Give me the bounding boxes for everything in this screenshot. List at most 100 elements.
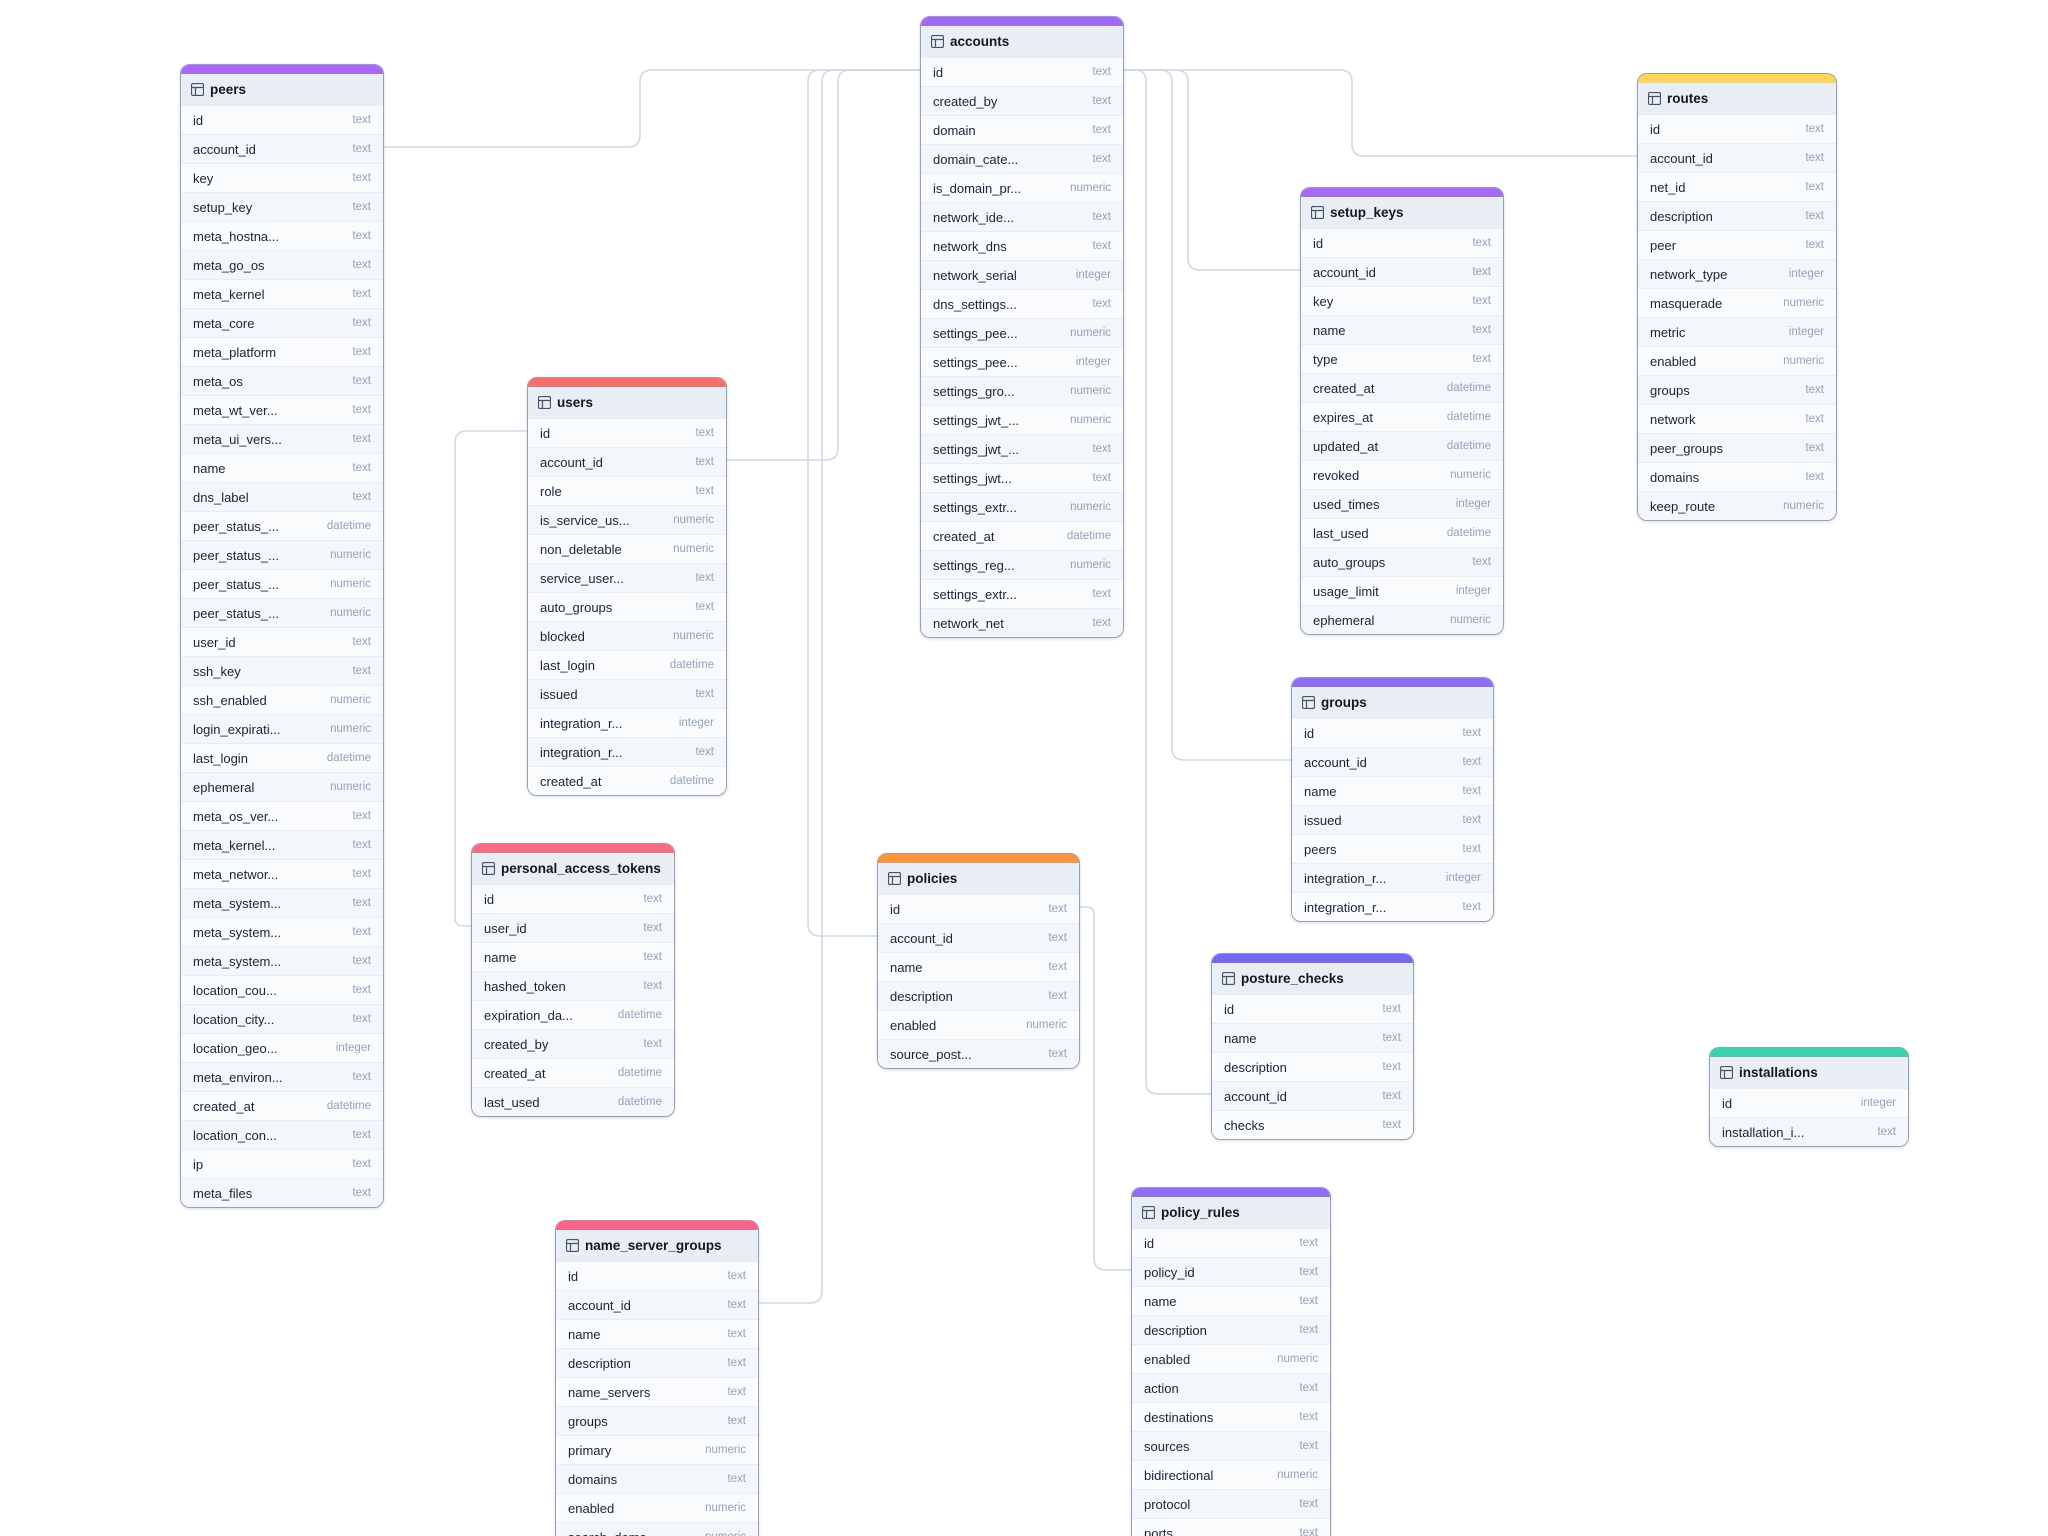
table-title-bar[interactable]: routes — [1638, 83, 1836, 114]
table-title-bar[interactable]: policies — [878, 863, 1079, 894]
field-row[interactable]: peer_status_...numeric — [181, 569, 383, 598]
field-row[interactable]: location_cou...text — [181, 975, 383, 1004]
field-row[interactable]: domain_cate...text — [921, 144, 1123, 173]
table-title-bar[interactable]: users — [528, 387, 726, 418]
table-title-bar[interactable]: posture_checks — [1212, 963, 1413, 994]
field-row[interactable]: integration_r...text — [528, 737, 726, 766]
field-row[interactable]: integration_r...integer — [1292, 863, 1493, 892]
field-row[interactable]: meta_kernel...text — [181, 830, 383, 859]
field-row[interactable]: peer_status_...numeric — [181, 598, 383, 627]
field-row[interactable]: meta_wt_ver...text — [181, 395, 383, 424]
field-row[interactable]: location_geo...integer — [181, 1033, 383, 1062]
field-row[interactable]: dns_settings...text — [921, 289, 1123, 318]
field-row[interactable]: installation_i...text — [1710, 1117, 1908, 1146]
field-row[interactable]: integration_r...integer — [528, 708, 726, 737]
field-row[interactable]: meta_system...text — [181, 917, 383, 946]
field-row[interactable]: settings_extr...numeric — [921, 492, 1123, 521]
table-title-bar[interactable]: installations — [1710, 1057, 1908, 1088]
field-row[interactable]: meta_system...text — [181, 946, 383, 975]
field-row[interactable]: settings_extr...text — [921, 579, 1123, 608]
table-title-bar[interactable]: accounts — [921, 26, 1123, 57]
table-title-bar[interactable]: peers — [181, 74, 383, 105]
field-row[interactable]: is_service_us...numeric — [528, 505, 726, 534]
table-title-bar[interactable]: setup_keys — [1301, 197, 1503, 228]
field-row[interactable]: source_post...text — [878, 1039, 1079, 1068]
field-row[interactable]: location_city...text — [181, 1004, 383, 1033]
field-row[interactable]: meta_networ...text — [181, 859, 383, 888]
field-row[interactable]: location_con...text — [181, 1120, 383, 1149]
field-row[interactable]: meta_hostna...text — [181, 221, 383, 250]
table-title-bar[interactable]: groups — [1292, 687, 1493, 718]
field-row[interactable]: settings_gro...numeric — [921, 376, 1123, 405]
field-row[interactable]: settings_pee...integer — [921, 347, 1123, 376]
field-row[interactable]: peer_status_...datetime — [181, 511, 383, 540]
table-title-bar[interactable]: personal_access_tokens — [472, 853, 674, 884]
field-row[interactable]: network_ide...text — [921, 202, 1123, 231]
field-row[interactable]: peer_status_...numeric — [181, 540, 383, 569]
field-row[interactable]: is_domain_pr...numeric — [921, 173, 1123, 202]
